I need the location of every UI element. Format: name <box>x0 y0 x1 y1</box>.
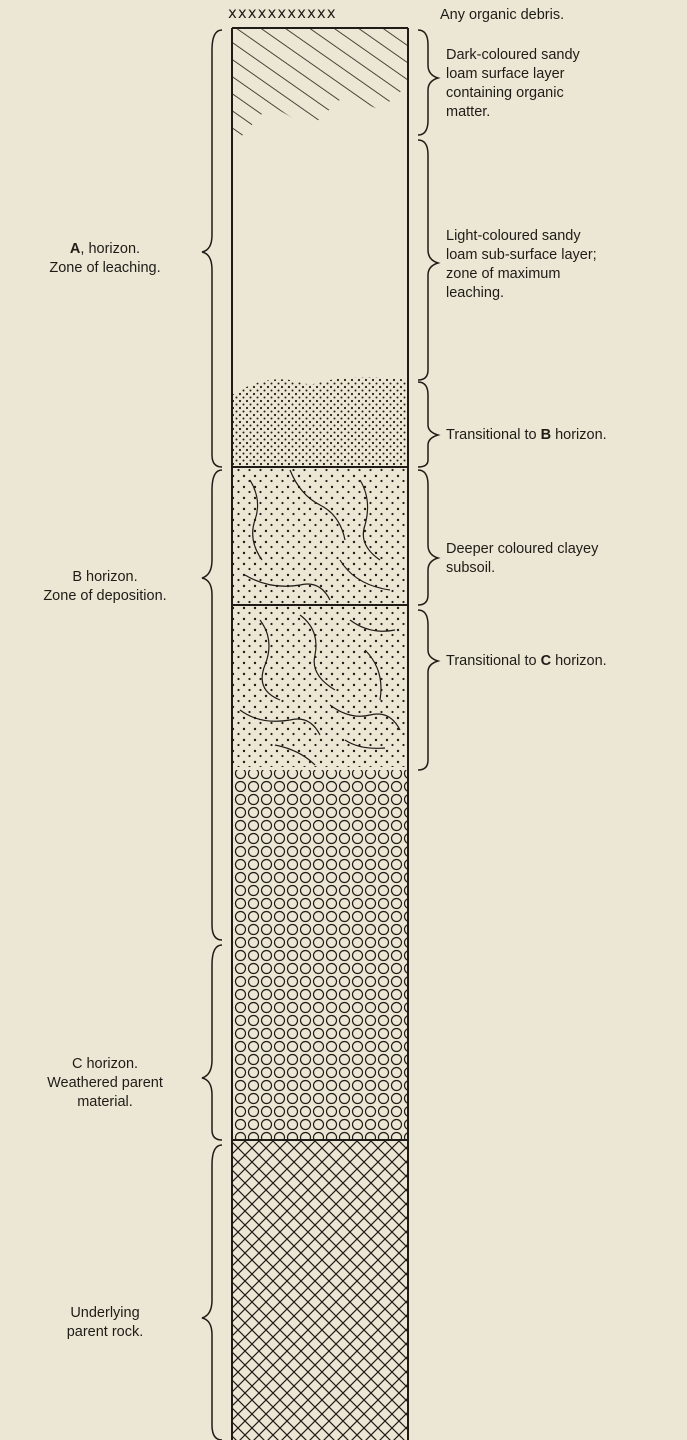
label-subsurface-layer: Light-coloured sandy loam sub-surface la… <box>446 227 597 303</box>
b-horizon-stipple <box>232 467 408 767</box>
brace-parent-rock <box>202 1145 222 1440</box>
brace-surface-layer <box>418 30 438 135</box>
transitional-b-dots <box>232 377 408 467</box>
surface-layer-hatching <box>232 28 408 138</box>
label-organic-debris: Any organic debris. <box>440 6 564 25</box>
label-surface-layer: Dark-coloured sandy loam surface layer c… <box>446 46 580 122</box>
label-a-horizon: A, horizon. Zone of leaching. <box>0 240 210 278</box>
label-transitional-b: Transitional to B horizon. <box>446 426 607 445</box>
organic-debris-marks: xxxxxxxxxxx <box>228 4 337 23</box>
brace-transitional-c <box>418 610 438 770</box>
brace-b-horizon <box>202 470 222 940</box>
parent-rock-crosshatch <box>232 1140 408 1440</box>
label-transitional-c: Transitional to C horizon. <box>446 652 607 671</box>
brace-transitional-b <box>418 382 438 467</box>
label-c-horizon: C horizon. Weathered parent material. <box>0 1055 210 1112</box>
right-braces <box>418 30 438 770</box>
label-a-letter: A <box>70 241 80 257</box>
label-b-horizon: B horizon. Zone of deposition. <box>0 568 210 606</box>
brace-subsurface-layer <box>418 140 438 380</box>
label-clayey-subsoil: Deeper coloured clayey subsoil. <box>446 540 598 578</box>
brace-clayey-subsoil <box>418 470 438 605</box>
label-parent-rock: Underlying parent rock. <box>0 1304 210 1342</box>
